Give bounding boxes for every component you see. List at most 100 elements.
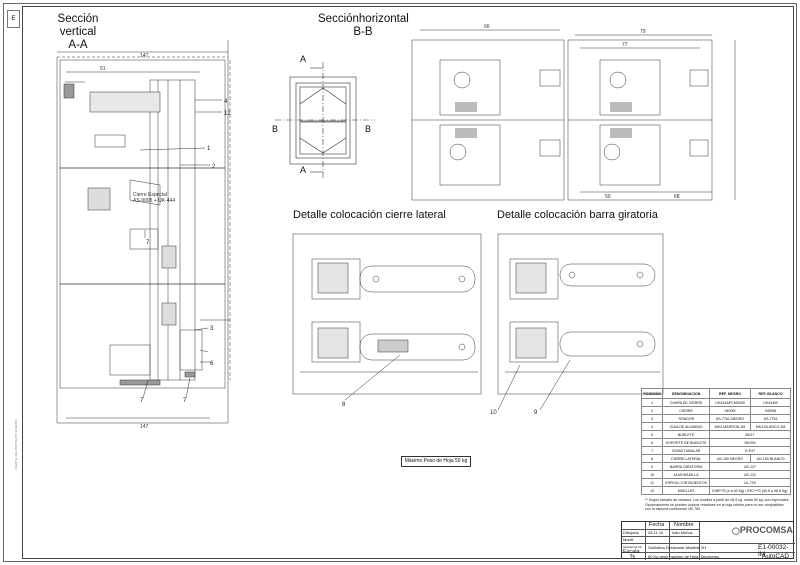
table-cell: BARRA GIRATORIA	[662, 462, 710, 471]
col-denomination: DENOMINACION	[662, 388, 710, 399]
table-cell: MK3-MARRON-3M	[708, 422, 752, 431]
title-section-horizontal: Secciónhorizontal B-B	[318, 13, 409, 39]
horizontal-section	[411, 29, 736, 201]
tb-dibujado-fecha: 28.11.10	[648, 530, 664, 535]
tb-labels-col	[622, 522, 646, 560]
tb-software: AutoCAD	[762, 553, 790, 560]
title-block: Fecha Nombre Dibujado 28.11.10 Iván Muño…	[621, 521, 795, 560]
table-cell: 9400W	[750, 406, 791, 415]
title-detail-lock: Detalle colocación cierre lateral	[293, 209, 446, 221]
mark-a-bottom: A	[300, 165, 306, 175]
table-cell: 11	[640, 478, 664, 487]
table-cell: GOMA TUBULAR	[662, 446, 710, 455]
callout-12: 12	[224, 111, 231, 117]
tb-row-line-4	[622, 552, 795, 553]
glass-label-1: Cierre Especial	[133, 192, 167, 198]
table-cell: ESPIGA CORTAVIENTOS	[662, 478, 710, 487]
max-weight-note: Máximo Peso de Hoja 50 kg	[401, 456, 471, 467]
table-cell: UK-150 NEGRO	[708, 454, 752, 463]
mark-a-top: A	[300, 54, 306, 64]
brand-logo-icon: ◯	[732, 528, 740, 535]
table-cell: UK-122	[708, 470, 792, 479]
col-ref-white: REF. BLANCO	[750, 388, 791, 399]
title-section-horizontal-text: Secciónhorizontal	[318, 13, 409, 25]
sheet-tab: E	[7, 10, 20, 28]
parts-table-header: POSICION DENOMINACION REF. NEGRO REF. BL…	[640, 388, 791, 399]
table-cell: 5	[640, 430, 664, 439]
table-cell: CIERRE	[662, 406, 710, 415]
tb-dibujado-label: Dibujado	[623, 530, 639, 535]
tb-escala-value: %	[630, 554, 635, 560]
tb-description-2: 50 Kg peso maximo de Hoja. Secciones.	[648, 554, 721, 559]
table-cell: BURLETE	[662, 430, 710, 439]
table-cell: 9	[640, 462, 664, 471]
parts-note-2: Opcionalmente se pueden colocar retadore…	[645, 502, 784, 512]
table-cell: 1	[640, 398, 664, 407]
detail-bar-drawing	[497, 233, 664, 411]
dim-66: 66	[484, 24, 490, 30]
col-position: POSICION	[640, 388, 664, 399]
callout-7c: 7	[183, 398, 187, 404]
mark-b-right: B	[365, 124, 371, 134]
callout-10: 10	[490, 410, 497, 416]
callout-1: 1	[207, 146, 211, 152]
callout-7a: 7	[146, 240, 150, 246]
dim-79: 79	[640, 29, 646, 35]
table-cell: UK-127	[708, 462, 792, 471]
tb-brand: ◯PROCOMSA	[732, 525, 793, 535]
table-cell: 3	[640, 414, 664, 423]
table-cell: 7	[640, 446, 664, 455]
glass-label-2: AS-9005 + UK-444	[133, 198, 175, 204]
table-cell: MUELLES	[662, 486, 710, 495]
table-cell: CHAPA DE CIERRE	[662, 398, 710, 407]
table-cell: SOPORTE DE BURLETE	[662, 438, 710, 447]
table-cell: UK444APCM0005	[708, 398, 752, 407]
table-cell: 6	[640, 438, 664, 447]
callout-2: 2	[212, 164, 216, 170]
table-cell: 8	[640, 454, 664, 463]
dim-50: 50	[605, 194, 611, 200]
table-cell: 10	[640, 470, 664, 479]
title-section-vertical-text: Sección vertical	[57, 13, 99, 38]
callout-6: 6	[210, 361, 214, 367]
mark-b-left: B	[272, 124, 278, 134]
callout-9: 9	[534, 410, 538, 416]
table-cell: ALMOHADILLA	[662, 470, 710, 479]
tb-row-line-2	[622, 536, 700, 537]
table-cell: 4	[640, 422, 664, 431]
table-cell: UL-793	[708, 478, 792, 487]
tb-dibujado-nombre: Iván Muñoz	[672, 530, 693, 535]
table-cell: TIRADOR	[662, 414, 710, 423]
callout-4: 4	[224, 99, 228, 105]
detail-lock-drawing	[292, 233, 482, 401]
dim-77: 77	[622, 42, 628, 48]
table-cell: AS-7761-NEGRO	[708, 414, 752, 423]
table-cell: 2	[640, 406, 664, 415]
table-cell: G-P47	[708, 446, 792, 455]
dim-51: 51	[100, 66, 106, 72]
tb-modif-label: Modif.	[623, 537, 634, 542]
parts-notes: ** Según tamaño de ventana. Los muelles …	[645, 498, 790, 512]
callout-3: 3	[210, 326, 214, 332]
table-cell: AS-7761	[750, 414, 791, 423]
dim-68: 68	[674, 194, 680, 200]
title-section-vertical-sub: A-A	[68, 39, 88, 51]
tb-names-col	[670, 522, 700, 560]
vertical-section	[56, 40, 231, 424]
tb-std-label: Std.Norma 2b	[623, 545, 642, 549]
callout-8: 8	[342, 402, 346, 408]
table-cell: UK-150 BLANCO	[750, 454, 791, 463]
tb-drawing-code: E1-00032-IM	[758, 544, 789, 558]
tb-nombre-label: Nombre	[674, 522, 694, 528]
title-detail-bar: Detalle colocación barra giratoria	[497, 209, 658, 221]
